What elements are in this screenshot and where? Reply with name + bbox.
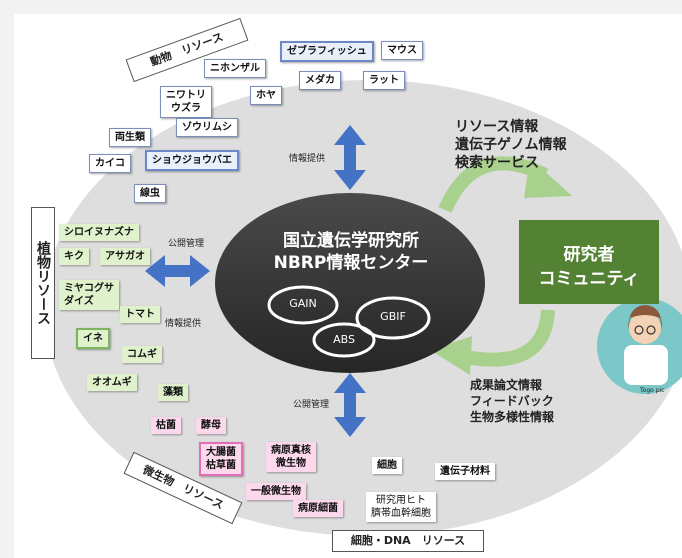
animal-tag-amphibian: 両生類 <box>109 128 151 147</box>
flow-arrow-bottom <box>453 309 555 367</box>
micro-tag-pathogenic-eukaryote: 病原真核 微生物 <box>266 442 316 472</box>
plant-tag-rice: イネ <box>76 328 110 349</box>
gain-ellipse <box>267 285 339 325</box>
flow-arrow-top-head <box>524 158 572 198</box>
cell-tag-cord-blood-stem-cells: 研究用ヒト 臍帯血幹細胞 <box>366 492 436 522</box>
animal-tag-drosophila: ショウジョウバエ <box>145 150 239 171</box>
double-arrow-left <box>145 255 210 287</box>
animal-tag-nematode: 線虫 <box>134 184 166 203</box>
cell-tag-cells: 細胞 <box>372 457 402 474</box>
plant-tag-morning-glory: アサガオ <box>100 248 150 265</box>
micro-tag-ecoli-bsubtilis: 大腸菌 枯草菌 <box>199 442 243 476</box>
researcher-avatar <box>597 298 682 394</box>
flow-arrow-bottom-head <box>430 336 472 375</box>
plant-tag-algae: 藻類 <box>158 384 188 401</box>
plant-resource-label: 植物リソース <box>31 207 55 359</box>
center-title-line1: 国立遺伝学研究所 <box>283 231 419 251</box>
cell-tag-genetic-material: 遺伝子材料 <box>435 463 495 480</box>
animal-tag-mouse: マウス <box>381 41 423 60</box>
double-arrow-top <box>334 125 366 190</box>
plant-tag-chrysanthemum: キク <box>59 248 89 265</box>
animal-tag-zebrafish: ゼブラフィッシュ <box>280 41 374 62</box>
animal-tag-chicken-quail: ニワトリ ウズラ <box>160 86 212 118</box>
plant-tag-lotus-soybean: ミヤコグサ ダイズ <box>59 280 119 310</box>
animal-tag-macaque: ニホンザル <box>204 59 266 78</box>
top-flow-line3: 検索サービス <box>455 155 539 171</box>
micro-tag-pathogenic-bacteria: 病原細菌 <box>293 500 343 517</box>
info-provide-left-label: 情報提供 <box>165 319 202 329</box>
illustration-credit: Togo pic <box>640 387 665 394</box>
gbif-label: GBIF <box>380 310 406 323</box>
micro-tag-koji: 枯菌 <box>151 417 181 434</box>
top-flow-line2: 遺伝子ゲノム情報 <box>455 137 567 153</box>
cell-resource-label: 細胞・DNA リソース <box>332 530 484 552</box>
gbif-ellipse <box>355 296 431 340</box>
gain-label: GAIN <box>289 297 317 310</box>
plant-tag-wheat: コムギ <box>122 346 162 363</box>
info-provide-top-label: 情報提供 <box>289 154 326 164</box>
bottom-flow-line2: フィードバック <box>470 394 554 408</box>
abs-label: ABS <box>333 333 355 346</box>
animal-tag-paramecium: ゾウリムシ <box>176 118 238 137</box>
animal-tag-medaka: メダカ <box>299 71 341 90</box>
animal-tag-rat: ラット <box>363 71 405 90</box>
researcher-community-box <box>519 220 659 304</box>
bottom-flow-line3: 生物多様性情報 <box>470 410 555 424</box>
center-ellipse <box>215 193 485 373</box>
plant-tag-arabidopsis: シロイヌナズナ <box>59 224 139 241</box>
researcher-label: 研究者 <box>563 245 615 265</box>
public-manage-bottom-label: 公開管理 <box>293 400 330 410</box>
animal-tag-silkworm: カイコ <box>89 154 131 173</box>
animal-tag-ascidian: ホヤ <box>250 86 282 105</box>
bottom-flow-line1: 成果論文情報 <box>470 378 543 392</box>
plant-tag-tomato: トマト <box>120 306 160 323</box>
micro-tag-yeast: 酵母 <box>196 417 226 434</box>
micro-tag-general-microbe: 一般微生物 <box>246 483 306 500</box>
community-label: コミュニティ <box>538 269 640 289</box>
abs-ellipse <box>312 322 376 358</box>
blue-double-arrows <box>145 125 366 437</box>
plant-tag-barley: オオムギ <box>87 374 137 391</box>
center-title-line2: NBRP情報センター <box>273 253 429 273</box>
top-flow-line1: リソース情報 <box>455 119 539 135</box>
public-manage-left-label: 公開管理 <box>168 239 205 249</box>
double-arrow-bottom <box>334 373 366 437</box>
